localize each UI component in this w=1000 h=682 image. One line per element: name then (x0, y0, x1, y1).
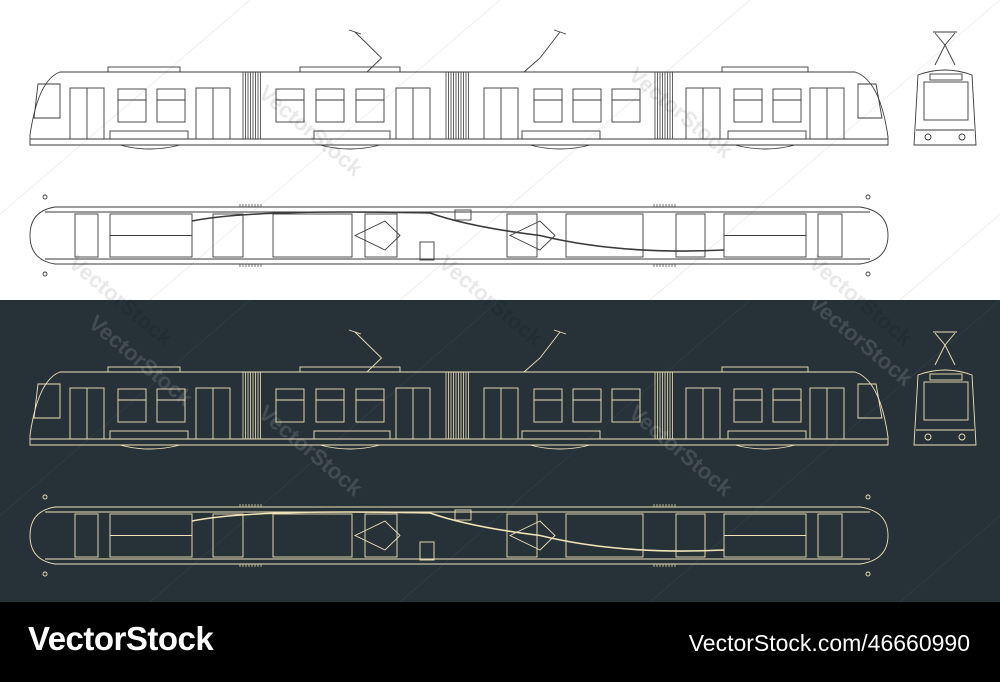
footer-bar (0, 602, 1000, 682)
tram-side-view-dark (29, 329, 889, 450)
dark-blueprint-panel (0, 300, 1000, 602)
light-diagonal-grid (0, 0, 1000, 300)
tram-side-view-light (29, 29, 889, 150)
dark-diagonal-grid (0, 300, 1000, 602)
tram-top-view-dark (29, 494, 889, 577)
light-drawing (0, 0, 1000, 300)
brand-logo[interactable]: VectorStock (28, 620, 214, 657)
tram-front-view-light (913, 31, 977, 146)
stock-id: VectorStock.com/46660990 (688, 630, 970, 656)
light-blueprint-panel (0, 0, 1000, 300)
dark-drawing (0, 300, 1000, 602)
tram-top-view-light (29, 194, 889, 277)
tram-front-view-dark (913, 331, 977, 446)
